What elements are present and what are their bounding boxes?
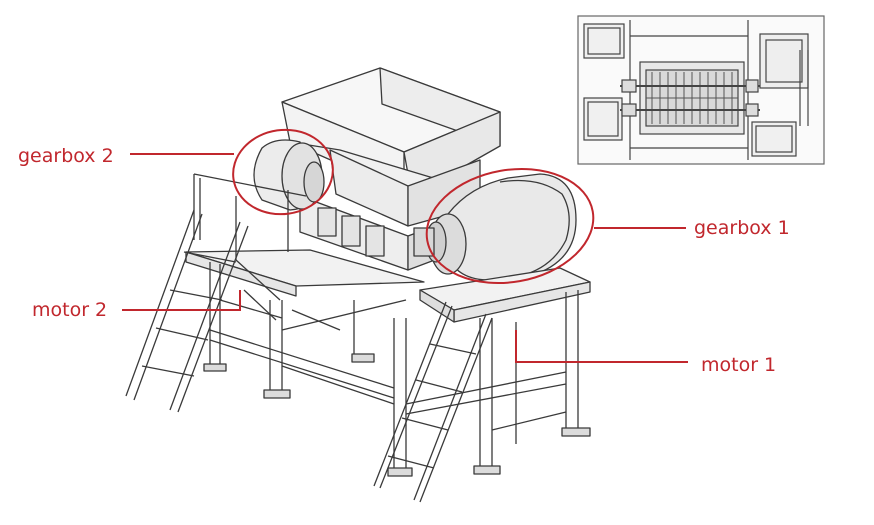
highlight-rings (232, 128, 595, 285)
shredder-machine (125, 67, 591, 503)
top-view-inset (577, 15, 825, 165)
gearbox-2-body (253, 139, 325, 211)
gearbox-1-label: gearbox 1 (694, 217, 790, 239)
gearbox-1-highlight (425, 167, 595, 285)
motor-2-leader (122, 290, 241, 311)
motor-1-label: motor 1 (701, 354, 777, 376)
right-platform (419, 267, 591, 323)
callout-lines (122, 153, 688, 363)
left-ladder (125, 209, 249, 413)
right-ladder (373, 301, 493, 503)
main-frame (193, 173, 591, 477)
gearbox-1-body (413, 173, 577, 281)
motor-1-leader (515, 330, 688, 363)
hopper (281, 67, 501, 227)
motor-2-label: motor 2 (32, 299, 108, 321)
gearbox-2-highlight (232, 128, 334, 216)
gearbox-2-label: gearbox 2 (18, 145, 114, 167)
